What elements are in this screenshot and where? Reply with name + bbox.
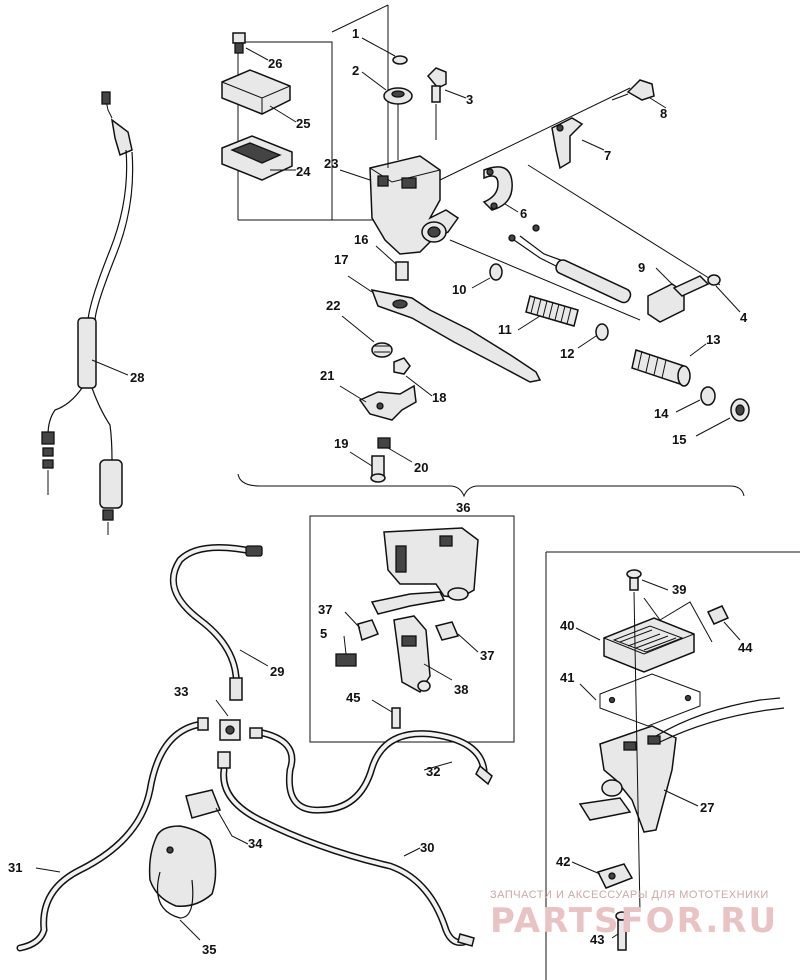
callout-30: 30 <box>420 840 434 855</box>
switch-screw <box>707 274 741 313</box>
adjuster-nut <box>377 437 413 463</box>
assembly-brace <box>237 473 745 498</box>
callout-5: 5 <box>320 626 327 641</box>
callout-32: 32 <box>426 764 440 779</box>
brake-hoses <box>16 544 493 952</box>
callout-25: 25 <box>296 116 310 131</box>
callout-42: 42 <box>556 854 570 869</box>
callout-26: 26 <box>268 56 282 71</box>
callout-4: 4 <box>740 310 748 325</box>
switch-plunger <box>647 267 710 323</box>
callout-21: 21 <box>320 368 334 383</box>
washer-top <box>361 37 408 65</box>
return-spring <box>517 295 579 331</box>
callout-34: 34 <box>248 836 263 851</box>
callout-36: 36 <box>456 500 470 515</box>
callout-15: 15 <box>672 432 686 447</box>
piston-assembly <box>631 343 707 387</box>
pivot-bolt <box>611 79 667 109</box>
watermark-tagline: ЗАПЧАСТИ И АКСЕССУАРЫ ДЛЯ МОТОТЕХНИКИ <box>490 889 769 901</box>
callout-23: 23 <box>324 156 338 171</box>
callout-10: 10 <box>452 282 466 297</box>
parking-lock-plate <box>339 384 417 421</box>
callout-17: 17 <box>334 252 348 267</box>
callout-40: 40 <box>560 618 574 633</box>
callout-11: 11 <box>498 322 512 337</box>
callout-12: 12 <box>560 346 574 361</box>
callout-33: 33 <box>174 684 188 699</box>
callout-37a: 37 <box>318 602 332 617</box>
brake-lever <box>347 275 542 383</box>
callout-8: 8 <box>660 106 667 121</box>
callout-19: 19 <box>334 436 348 451</box>
callout-31: 31 <box>8 860 22 875</box>
callout-27: 27 <box>700 800 714 815</box>
callout-7: 7 <box>604 148 611 163</box>
callout-43: 43 <box>590 932 604 947</box>
lever-nut <box>393 357 433 397</box>
throttle-cable <box>41 91 134 535</box>
cap-screw <box>232 32 269 61</box>
lever-spring <box>341 315 393 358</box>
washer-10 <box>471 263 503 289</box>
rear-master-cylinder-inset <box>545 551 800 980</box>
callout-2: 2 <box>352 63 359 78</box>
watermark-brand: PARTSFOR.RU <box>490 901 778 941</box>
callout-13: 13 <box>706 332 720 347</box>
callout-6: 6 <box>520 206 527 221</box>
hose-leaders <box>35 649 453 873</box>
hose-protector <box>148 825 217 941</box>
brake-light-switch <box>508 224 632 304</box>
master-cylinder-body <box>339 104 460 255</box>
washer-12 <box>577 323 609 349</box>
piston-seal <box>675 386 716 413</box>
callout-39: 39 <box>672 582 686 597</box>
adjuster-screw <box>349 451 386 483</box>
handlebar-clamp <box>482 166 519 213</box>
snap-ring <box>695 398 750 437</box>
callout-41: 41 <box>560 670 574 685</box>
callout-18: 18 <box>432 390 446 405</box>
lever-bushing <box>375 245 409 281</box>
banjo-bolt <box>426 67 467 140</box>
callout-44: 44 <box>738 640 753 655</box>
watermark: ЗАПЧАСТИ И АКСЕССУАРЫ ДЛЯ МОТОТЕХНИКИ PA… <box>490 889 778 941</box>
callout-20: 20 <box>414 460 428 475</box>
callout-1: 1 <box>352 26 359 41</box>
callout-3: 3 <box>466 92 473 107</box>
callout-9: 9 <box>638 260 645 275</box>
callout-45: 45 <box>346 690 360 705</box>
callout-numbers: 1 2 3 4 5 6 7 8 9 10 11 12 13 14 15 16 1… <box>8 26 753 957</box>
switch-bracket <box>551 117 605 170</box>
boot-cap <box>361 71 413 105</box>
parking-brake-inset <box>309 515 515 743</box>
callout-38: 38 <box>454 682 468 697</box>
assembly-axis <box>439 87 721 321</box>
callout-28: 28 <box>130 370 144 385</box>
callout-24: 24 <box>296 164 311 179</box>
callout-14: 14 <box>654 406 669 421</box>
callout-37b: 37 <box>480 648 494 663</box>
diaphragm <box>221 135 296 181</box>
callout-16: 16 <box>354 232 368 247</box>
callout-22: 22 <box>326 298 340 313</box>
reservoir-cover <box>221 69 297 123</box>
callout-35: 35 <box>202 942 216 957</box>
callout-29: 29 <box>270 664 284 679</box>
